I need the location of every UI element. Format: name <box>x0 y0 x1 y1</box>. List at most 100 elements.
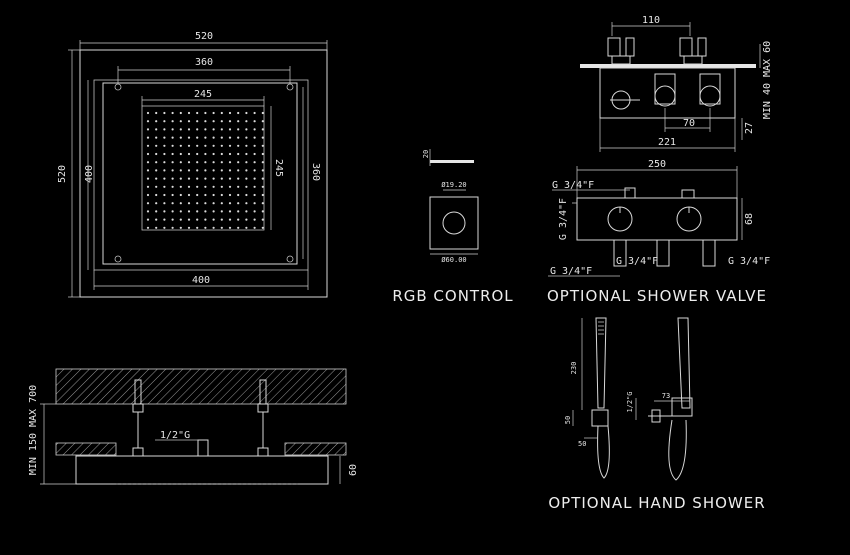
nozzle <box>212 128 215 131</box>
nozzle <box>245 152 248 156</box>
valve-wall-plate <box>580 64 756 68</box>
nozzle <box>146 169 150 172</box>
nozzle <box>212 144 215 147</box>
nozzle <box>228 169 232 172</box>
knob-diameter-label: Ø19.20 <box>441 181 466 189</box>
front-width-label: 250 <box>648 159 666 170</box>
nozzle <box>204 193 207 197</box>
nozzle <box>187 202 191 205</box>
nozzle <box>237 136 240 139</box>
inlet-label: 1/2"G <box>160 430 190 441</box>
nozzle <box>171 226 174 229</box>
nozzle <box>196 161 199 164</box>
nozzle <box>155 128 158 131</box>
nozzle <box>204 169 207 172</box>
shower-valve-top-view: 110 MIN 40 MAX 60 70 221 27 <box>580 15 773 152</box>
nozzle-field <box>141 105 265 231</box>
nozzle <box>187 169 191 172</box>
frame-outline <box>93 79 309 271</box>
nozzle <box>163 144 166 147</box>
nozzle <box>187 136 191 139</box>
nozzle <box>228 226 232 229</box>
nozzle <box>171 136 174 139</box>
nozzle <box>146 218 150 221</box>
nozzle <box>155 202 158 205</box>
valve-wall-depth-label: MIN 40 MAX 60 <box>762 41 773 119</box>
nozzle <box>146 152 150 156</box>
nozzle <box>228 185 232 188</box>
rgb-control-knob[interactable] <box>442 211 466 235</box>
nozzle <box>171 120 174 123</box>
nozzle <box>245 218 248 221</box>
nozzle <box>237 120 240 123</box>
nozzle <box>196 210 199 213</box>
nozzle <box>237 169 240 172</box>
nozzle <box>204 202 207 205</box>
nozzle <box>253 144 256 147</box>
thickness-label: 60 <box>348 464 359 476</box>
mount-hole <box>286 255 294 263</box>
nozzle <box>163 161 166 164</box>
nozzle <box>163 193 166 197</box>
nozzle <box>204 111 207 115</box>
nozzle <box>171 152 174 156</box>
nozzle <box>146 202 150 205</box>
nozzle <box>155 152 158 156</box>
nozzle <box>179 111 182 115</box>
nozzle <box>228 128 232 131</box>
nozzle <box>163 185 166 188</box>
nozzle <box>237 210 240 213</box>
nozzle <box>212 177 215 180</box>
nozzle <box>171 111 174 115</box>
nozzle <box>212 193 215 197</box>
nozzle <box>204 152 207 156</box>
bracket-label: 50 <box>564 416 572 424</box>
nozzle <box>212 202 215 205</box>
rgb-side-plate <box>430 160 474 163</box>
nozzle <box>261 218 264 221</box>
nozzle <box>261 161 264 164</box>
nozzle <box>155 169 158 172</box>
nozzle <box>204 185 207 188</box>
nozzle <box>179 152 182 156</box>
shower-head-side-view: 1/2"G 60 MIN 150 MAX 700 <box>28 368 359 485</box>
inlet-top-label: G 3/4"F <box>552 180 594 191</box>
nozzle <box>228 161 232 164</box>
nozzle <box>245 210 248 213</box>
nozzle <box>237 202 240 205</box>
nozzle <box>253 111 256 115</box>
nozzle <box>253 193 256 197</box>
nozzle <box>228 111 232 115</box>
nozzle <box>261 128 264 131</box>
nozzle <box>220 128 223 131</box>
nozzle <box>212 136 215 139</box>
nozzle <box>179 185 182 188</box>
nozzle <box>204 161 207 164</box>
outer-width-label: 520 <box>195 31 213 42</box>
nozzle <box>179 136 182 139</box>
nozzle <box>245 169 248 172</box>
nozzle <box>179 177 182 180</box>
nozzle <box>187 120 191 123</box>
nozzle <box>253 202 256 205</box>
nozzle <box>187 226 191 229</box>
nozzle <box>228 177 232 180</box>
nozzle <box>212 218 215 221</box>
nozzle <box>187 144 191 147</box>
nozzle <box>261 111 264 115</box>
nozzle <box>253 128 256 131</box>
hand-shower: 230 50 50 1/2"G 73 OPTIONAL HAND SHOWER <box>548 317 765 512</box>
nozzle <box>261 152 264 156</box>
nozzle <box>220 193 223 197</box>
nozzle <box>212 185 215 188</box>
nozzle <box>163 152 166 156</box>
nozzle <box>171 177 174 180</box>
nozzle <box>245 185 248 188</box>
nozzle <box>146 185 150 188</box>
nozzle <box>163 128 166 131</box>
nozzle <box>155 226 158 229</box>
height-range-label: MIN 150 MAX 700 <box>28 385 39 475</box>
hand-shower-caption: OPTIONAL HAND SHOWER <box>548 494 765 512</box>
nozzle <box>245 177 248 180</box>
nozzle <box>261 177 264 180</box>
